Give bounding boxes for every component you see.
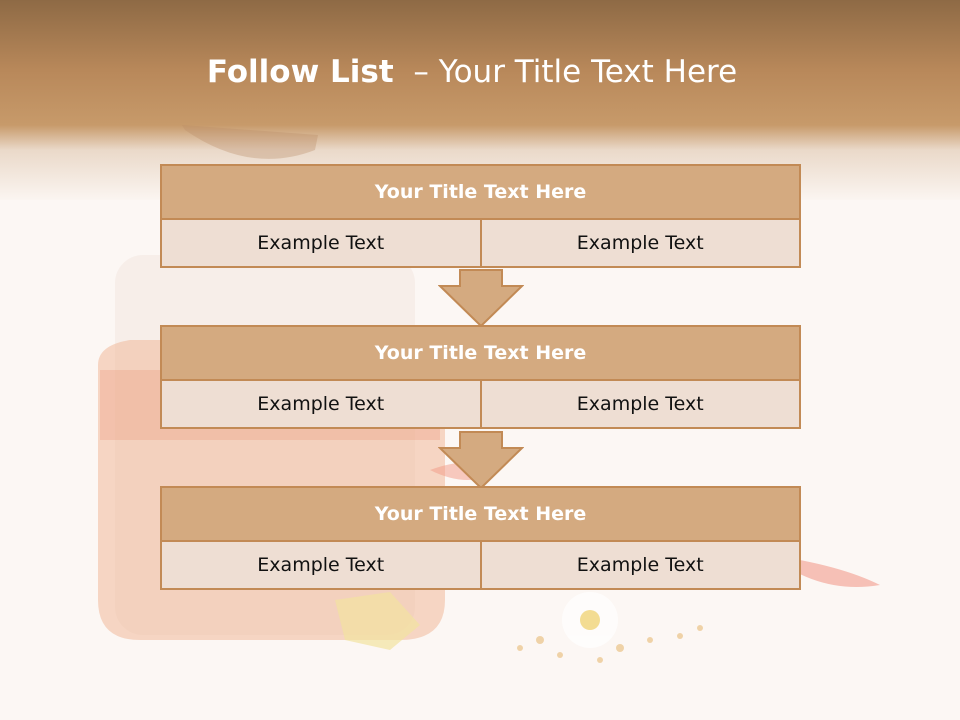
block-cell: Example Text [479, 218, 801, 268]
block-cell: Example Text [160, 379, 482, 429]
slide-title-rest: – Your Title Text Here [413, 54, 738, 90]
block-title: Your Title Text Here [160, 325, 801, 381]
block-row: Example Text Example Text [160, 379, 801, 429]
block-title: Your Title Text Here [160, 164, 801, 220]
block-title: Your Title Text Here [160, 486, 801, 542]
down-arrow-icon [438, 269, 524, 328]
block-row: Example Text Example Text [160, 218, 801, 268]
list-block: Your Title Text Here Example Text Exampl… [160, 486, 801, 590]
slide-title-bold: Follow List [206, 54, 394, 90]
block-cell: Example Text [479, 379, 801, 429]
list-block: Your Title Text Here Example Text Exampl… [160, 164, 801, 268]
block-cell: Example Text [479, 540, 801, 590]
list-block: Your Title Text Here Example Text Exampl… [160, 325, 801, 429]
block-row: Example Text Example Text [160, 540, 801, 590]
down-arrow-icon [438, 431, 524, 490]
block-cell: Example Text [160, 218, 482, 268]
block-cell: Example Text [160, 540, 482, 590]
slide-title: Follow List – Your Title Text Here [0, 54, 944, 90]
